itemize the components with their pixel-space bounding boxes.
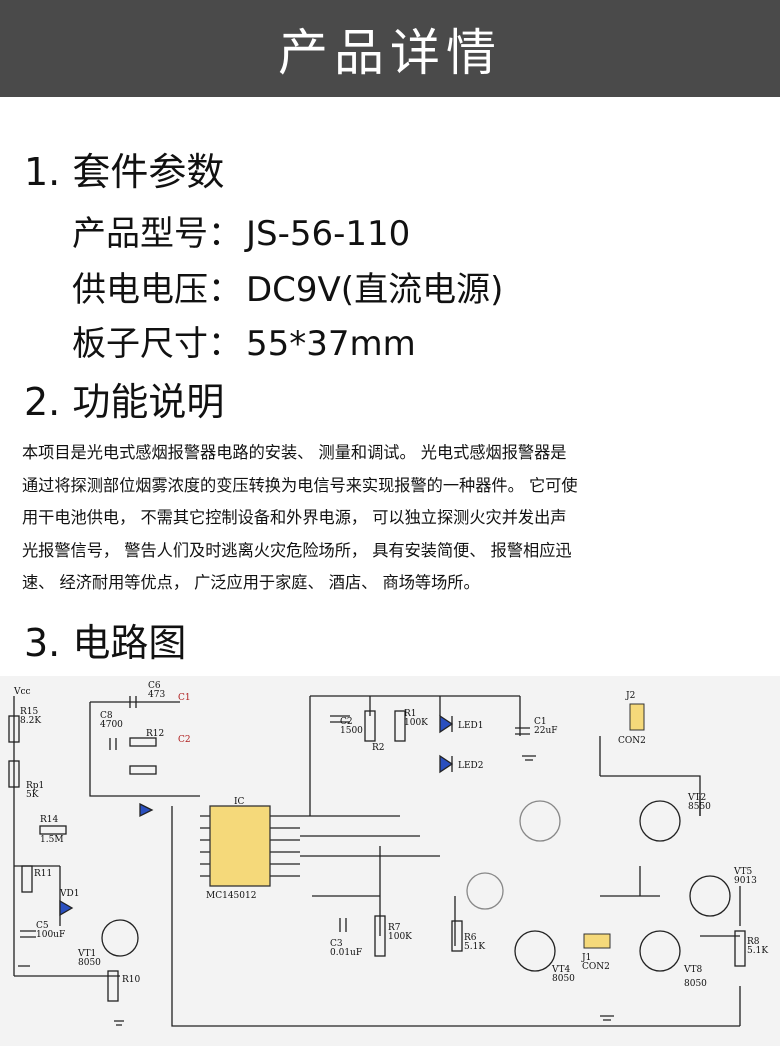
- vt2-value: 8550: [688, 802, 711, 812]
- r1-value: 100K: [404, 718, 428, 728]
- c2-label: C2: [340, 717, 353, 727]
- r10-label: R10: [122, 975, 141, 985]
- section-heading-circuit: 3. 电路图: [24, 621, 187, 665]
- r14-value: 1.5M: [40, 835, 64, 845]
- r12-label: R12: [146, 729, 164, 739]
- led2-label: LED2: [458, 761, 484, 771]
- spec-label: 板子尺寸：: [72, 324, 242, 364]
- description-line: 通过将探测部位烟雾浓度的变压转换为电信号来实现报警的一种器件。 它可使: [22, 475, 578, 495]
- r14-label: R14: [40, 815, 59, 825]
- description-line: 速、 经济耐用等优点， 广泛应用于家庭、 酒店、 商场等场所。: [22, 573, 480, 592]
- r8-label: R8: [747, 937, 760, 947]
- c2-value: 1500: [340, 726, 363, 736]
- page-title: 产品详情: [278, 23, 502, 82]
- vt4-label: VT4: [551, 965, 571, 975]
- r7-value: 100K: [388, 932, 412, 942]
- ic-part-label: MC145012: [206, 891, 256, 901]
- vt8-value: 8050: [684, 979, 707, 989]
- c1-value: 22uF: [534, 726, 558, 736]
- description-line: 光报警信号， 警告人们及时逃离火灾危险场所， 具有安装简便、 报警相应迅: [22, 540, 572, 560]
- function-description: 本项目是光电式感烟报警器电路的安装、 测量和调试。 光电式感烟报警器是 通过将探…: [22, 437, 762, 600]
- c1-net-label: C1: [178, 693, 191, 703]
- spec-label: 产品型号：: [72, 214, 242, 254]
- vcc-label: Vcc: [13, 687, 31, 697]
- circuit-schematic: Vcc R15 8.2K C6 473 C1 C8 4700 R12 C2 Rp…: [8, 681, 768, 1027]
- r11-label: R11: [34, 869, 52, 879]
- rp1-value: 5K: [26, 790, 39, 800]
- vt4-value: 8050: [552, 974, 575, 984]
- header-banner: 产品详情: [0, 0, 780, 97]
- c8-value: 4700: [100, 720, 123, 730]
- vt8-label: VT8: [683, 965, 703, 975]
- r2-label: R2: [372, 743, 385, 753]
- spec-row-voltage: 供电电压：DC9V(直流电源): [72, 262, 503, 311]
- rp1-label: Rp1: [26, 781, 44, 791]
- c2-net-label: C2: [178, 735, 191, 745]
- section-heading-function: 2. 功能说明: [24, 380, 225, 424]
- c5-value: 100uF: [36, 930, 65, 940]
- c1-label: C1: [534, 717, 547, 727]
- spec-row-model: 产品型号：JS-56-110: [72, 206, 410, 255]
- vt5-value: 9013: [734, 876, 757, 886]
- spec-row-board-size: 板子尺寸：55*37mm: [72, 316, 416, 365]
- c3-label: C3: [330, 939, 343, 949]
- description-line: 用干电池供电， 不需其它控制设备和外界电源， 可以独立探测火灾并发出声: [22, 508, 567, 527]
- r15-value: 8.2K: [20, 716, 41, 726]
- r7-label: R7: [388, 923, 401, 933]
- ic-label: IC: [234, 797, 245, 807]
- led1-label: LED1: [458, 721, 484, 731]
- r6-value: 5.1K: [464, 942, 485, 952]
- spec-label: 供电电压：: [72, 270, 242, 310]
- vd1-label: VD1: [59, 889, 79, 899]
- section-heading-kit-params: 1. 套件参数: [24, 150, 225, 194]
- vt1-label: VT1: [77, 949, 96, 959]
- r8-value: 5.1K: [747, 946, 768, 956]
- j1-con-label: CON2: [582, 962, 610, 972]
- c8-label: C8: [100, 711, 113, 721]
- c5-label: C5: [36, 921, 49, 931]
- c6-label: C6: [148, 681, 161, 691]
- spec-value: 55*37mm: [246, 324, 416, 364]
- c6-value: 473: [148, 690, 165, 700]
- c3-value: 0.01uF: [330, 948, 362, 958]
- j1-label: J1: [581, 953, 591, 963]
- vt5-label: VT5: [733, 867, 753, 877]
- circuit-diagram: Vcc R15 8.2K C6 473 C1 C8 4700 R12 C2 Rp…: [0, 676, 780, 1046]
- description-line: 本项目是光电式感烟报警器电路的安装、 测量和调试。 光电式感烟报警器是: [22, 443, 567, 462]
- r15-label: R15: [20, 707, 39, 717]
- j2-label: J2: [625, 691, 635, 701]
- r1-label: R1: [404, 709, 417, 719]
- vt1-value: 8050: [78, 958, 101, 968]
- vt2-label: VT2: [687, 793, 706, 803]
- r6-label: R6: [464, 933, 477, 943]
- spec-value: JS-56-110: [246, 214, 411, 254]
- j2-con-label: CON2: [618, 736, 646, 746]
- spec-value: DC9V(直流电源): [246, 270, 504, 310]
